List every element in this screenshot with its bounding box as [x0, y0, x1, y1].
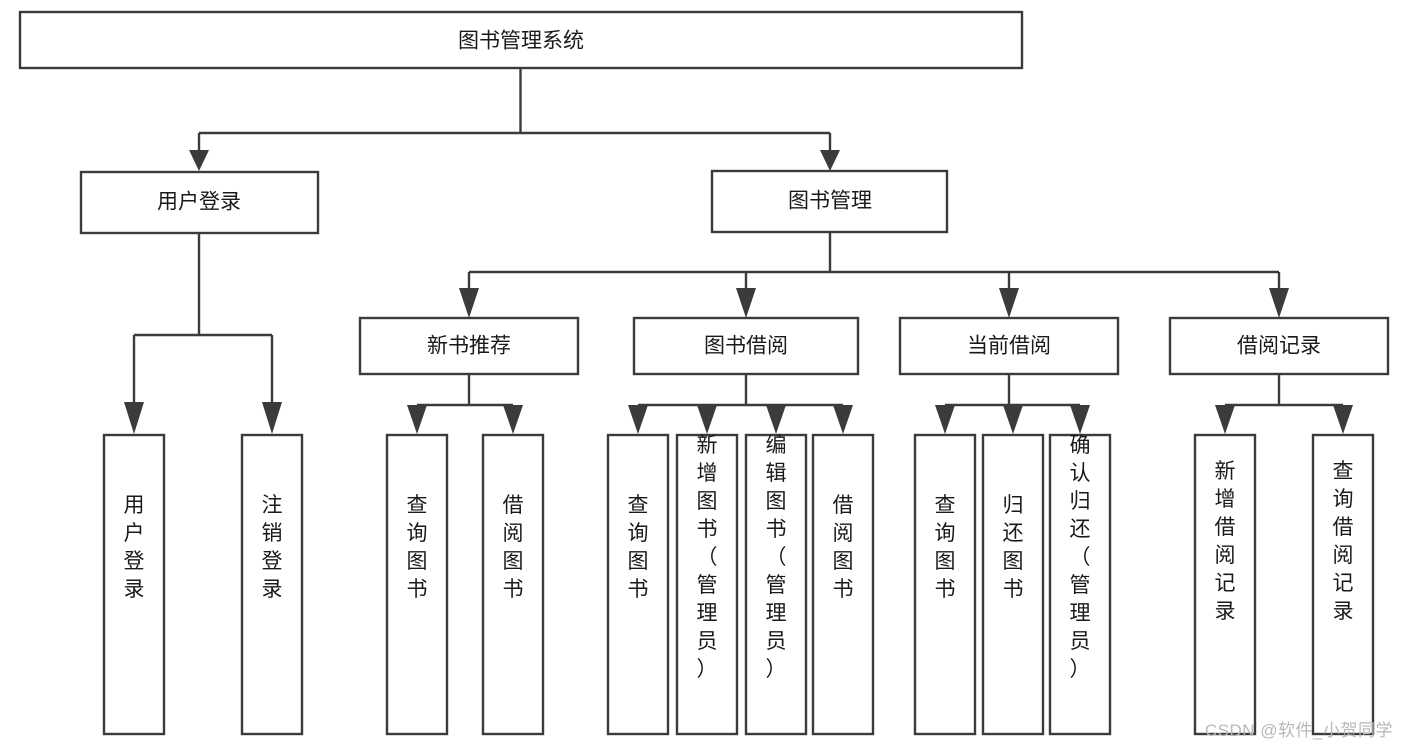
arrow-head-newbook-leaf-1 — [407, 405, 427, 434]
leaf-box-borrow-edit[interactable] — [744, 433, 808, 736]
node-label-root: 图书管理系统 — [458, 30, 584, 53]
arrow-head-borrow-leaf-1 — [628, 405, 648, 434]
node-book-borrow[interactable]: 图书借阅 — [632, 316, 860, 376]
node-label-current-borrow: 当前借阅 — [967, 335, 1051, 358]
leaf-box-borrow-add[interactable] — [675, 433, 739, 736]
leaf-box-current-query[interactable] — [913, 433, 977, 736]
leaf-node-borrow-edit[interactable]: 编辑图书（管理员） — [744, 433, 808, 736]
arrow-head-borrow-leaf-3 — [766, 405, 786, 434]
leaf-box-record-query[interactable] — [1311, 433, 1375, 736]
node-box-new-book-recommend[interactable] — [358, 316, 580, 376]
arrow-head-borrow-leaf-2 — [697, 405, 717, 434]
leaf-label-current-confirm: 确认归还（管理员） — [1070, 434, 1091, 681]
node-root-system[interactable]: 图书管理系统 — [18, 10, 1024, 70]
node-label-book-borrow: 图书借阅 — [704, 335, 788, 358]
node-box-user-login[interactable] — [79, 170, 320, 235]
leaf-node-record-query[interactable]: 查询借阅记录 — [1311, 433, 1375, 736]
leaf-label-current-return: 归还图书 — [1003, 494, 1024, 601]
node-user-login[interactable]: 用户登录 — [79, 170, 320, 235]
arrow-head-current-leaf-3 — [1070, 405, 1090, 434]
leaf-node-logout[interactable]: 注销登录 — [240, 433, 304, 736]
arrow-head-leaf-logout — [262, 402, 282, 434]
leaf-label-borrow-book: 借阅图书 — [833, 494, 854, 601]
leaf-node-newbook-query[interactable]: 查询图书 — [385, 433, 449, 736]
node-borrow-record[interactable]: 借阅记录 — [1168, 316, 1390, 376]
node-book-management[interactable]: 图书管理 — [710, 169, 949, 234]
leaf-node-current-return[interactable]: 归还图书 — [981, 433, 1045, 736]
node-box-root[interactable] — [18, 10, 1024, 70]
leaf-box-current-return[interactable] — [981, 433, 1045, 736]
node-current-borrow[interactable]: 当前借阅 — [898, 316, 1120, 376]
node-box-current-borrow[interactable] — [898, 316, 1120, 376]
arrow-head-current-leaf-1 — [935, 405, 955, 434]
arrow-head-leaf-user-login — [124, 402, 144, 434]
csdn-watermark: CSDN @软件_小贺同学 — [1204, 721, 1393, 740]
leaf-box-newbook-borrow[interactable] — [481, 433, 545, 736]
leaf-box-borrow-book[interactable] — [811, 433, 875, 736]
arrow-head-borrow-leaf-4 — [833, 405, 853, 434]
arrow-head-record-leaf-2 — [1333, 405, 1353, 434]
arrow-head-user-login — [189, 150, 209, 171]
leaf-label-borrow-edit: 编辑图书（管理员） — [766, 434, 787, 681]
leaf-node-borrow-add[interactable]: 新增图书（管理员） — [675, 433, 739, 736]
leaf-node-record-add[interactable]: 新增借阅记录 — [1193, 433, 1257, 736]
node-label-borrow-record: 借阅记录 — [1237, 335, 1321, 358]
leaf-label-record-add: 新增借阅记录 — [1215, 460, 1236, 623]
node-new-book-recommend[interactable]: 新书推荐 — [358, 316, 580, 376]
leaf-node-newbook-borrow[interactable]: 借阅图书 — [481, 433, 545, 736]
leaf-label-newbook-query: 查询图书 — [407, 494, 428, 601]
arrow-head-record-leaf-1 — [1215, 405, 1235, 434]
leaf-box-user-login[interactable] — [102, 433, 166, 736]
leaf-node-user-login[interactable]: 用户登录 — [102, 433, 166, 736]
arrow-head-newbook-leaf-2 — [503, 405, 523, 434]
leaf-node-current-confirm[interactable]: 确认归还（管理员） — [1048, 433, 1112, 736]
leaf-label-logout: 注销登录 — [262, 494, 283, 601]
leaf-label-current-query: 查询图书 — [935, 494, 956, 601]
node-label-new-book-recommend: 新书推荐 — [427, 335, 511, 358]
leaf-label-user-login: 用户登录 — [124, 494, 145, 601]
leaf-label-borrow-add: 新增图书（管理员） — [697, 434, 718, 681]
arrow-head-book-manage — [820, 150, 840, 171]
arrow-head-current-leaf-2 — [1003, 405, 1023, 434]
arrow-head-book-borrow — [736, 288, 756, 318]
node-box-book-borrow[interactable] — [632, 316, 860, 376]
arrow-head-new-book — [459, 288, 479, 318]
leaf-box-newbook-query[interactable] — [385, 433, 449, 736]
leaf-box-current-confirm[interactable] — [1048, 433, 1112, 736]
leaf-label-newbook-borrow: 借阅图书 — [503, 494, 524, 601]
leaf-label-record-query: 查询借阅记录 — [1333, 460, 1354, 623]
connectors-group — [124, 68, 1353, 434]
node-box-book-management[interactable] — [710, 169, 949, 234]
leaf-box-borrow-query[interactable] — [606, 433, 670, 736]
node-box-borrow-record[interactable] — [1168, 316, 1390, 376]
leaf-box-record-add[interactable] — [1193, 433, 1257, 736]
leaf-label-borrow-query: 查询图书 — [628, 494, 649, 601]
leaf-node-current-query[interactable]: 查询图书 — [913, 433, 977, 736]
leaf-node-borrow-query[interactable]: 查询图书 — [606, 433, 670, 736]
node-label-user-login: 用户登录 — [157, 191, 241, 214]
leaf-node-borrow-book[interactable]: 借阅图书 — [811, 433, 875, 736]
arrow-head-current-borrow — [999, 288, 1019, 318]
node-label-book-management: 图书管理 — [788, 190, 872, 213]
arrow-head-borrow-record — [1269, 288, 1289, 318]
leaf-box-logout[interactable] — [240, 433, 304, 736]
